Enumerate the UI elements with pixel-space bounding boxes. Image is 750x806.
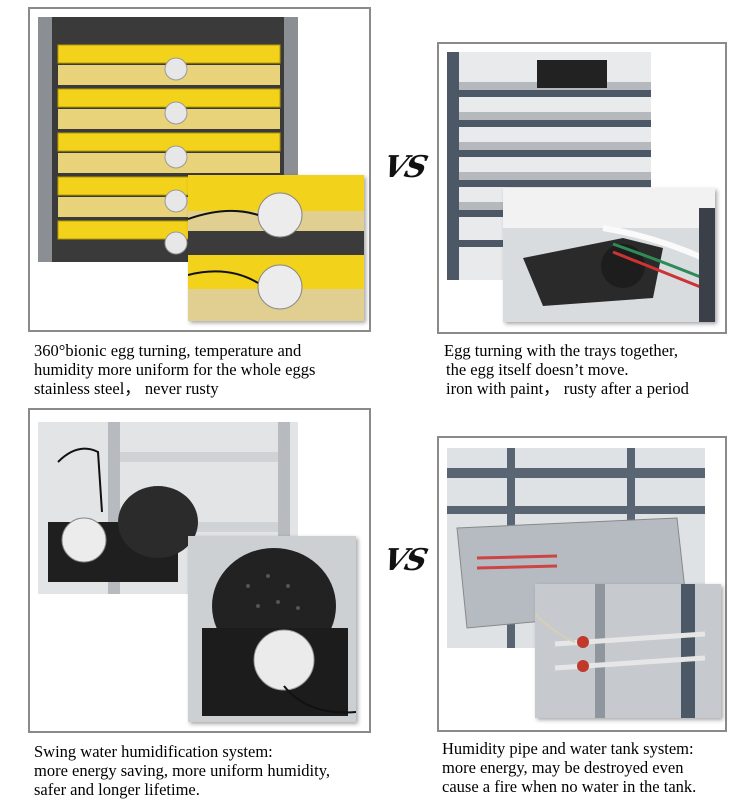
egg-turning-motor-closeup	[188, 175, 364, 321]
vs-label-top: VS	[379, 150, 430, 185]
caption-line: cause a fire when no water in the tank.	[442, 777, 697, 796]
photo-frame-bottom-left	[28, 408, 371, 733]
caption-line: more energy, may be destroyed even	[442, 758, 684, 777]
caption-top-left: 360°bionic egg turning, temperature and …	[34, 341, 315, 398]
photo-frame-top-right	[437, 42, 727, 334]
photo-gear-motor-closeup	[503, 188, 715, 322]
caption-bottom-right: Humidity pipe and water tank system: mor…	[442, 739, 696, 796]
photo-frame-top-left	[28, 7, 371, 332]
caption-line: iron with paint， rusty after a period	[446, 379, 689, 398]
caption-line: more energy saving, more uniform humidit…	[34, 761, 331, 780]
photo-humidifier-closeup	[188, 536, 356, 722]
photo-yellow-trays	[38, 17, 298, 262]
heating-pipe-closeup	[535, 584, 721, 718]
swing-humidifier-closeup	[188, 536, 356, 722]
vs-label-bottom: VS	[379, 543, 430, 578]
caption-line: 360°bionic egg turning, temperature and	[34, 341, 302, 360]
caption-line: Swing water humidification system:	[34, 742, 273, 761]
caption-line: safer and longer lifetime.	[34, 780, 200, 799]
photo-heating-pipe-closeup	[535, 584, 721, 718]
caption-line: the egg itself doesn’t move.	[446, 360, 629, 379]
caption-line: Humidity pipe and water tank system:	[442, 739, 694, 758]
caption-top-right: Egg turning with the trays together, the…	[444, 341, 689, 398]
caption-bottom-left: Swing water humidification system: more …	[34, 742, 330, 799]
caption-line: humidity more uniform for the whole eggs	[34, 360, 316, 379]
caption-line: Egg turning with the trays together,	[444, 341, 678, 360]
yellow-egg-tray-illustration	[38, 17, 298, 262]
photo-motor-closeup	[188, 175, 364, 321]
gear-motor-closeup	[503, 188, 715, 322]
caption-line: stainless steel， never rusty	[34, 379, 219, 398]
photo-frame-bottom-right	[437, 436, 727, 732]
